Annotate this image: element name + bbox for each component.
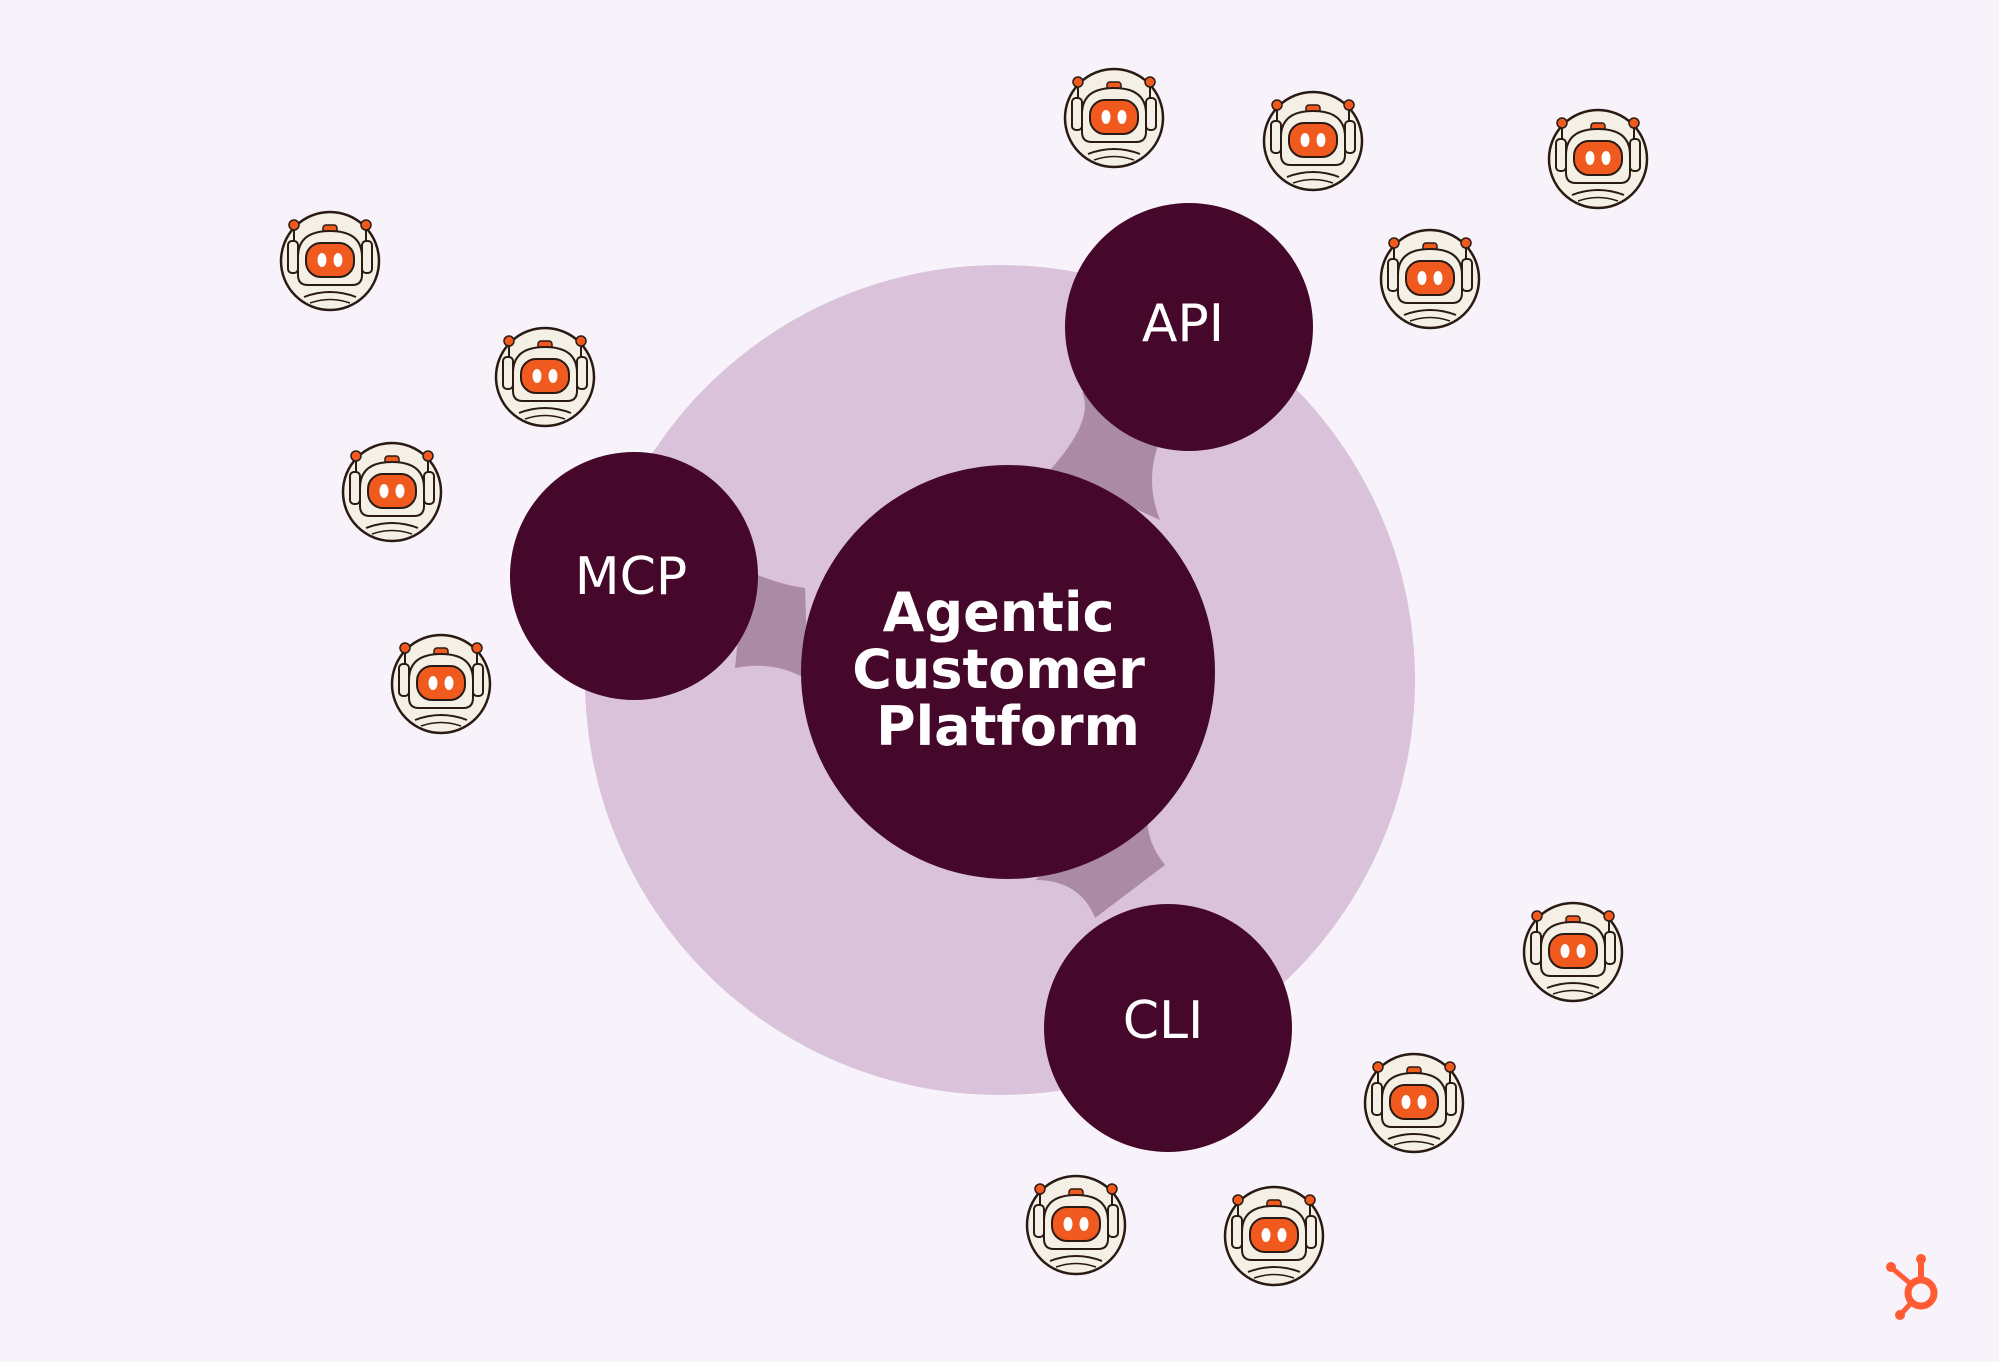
hub-node [801,465,1215,879]
api-node [1065,203,1313,451]
hub-label-line-2: Customer [852,638,1145,701]
robot-agent-icon [1063,67,1165,169]
sprocket-logo-icon [1886,1254,1938,1320]
robot-agent-icon [1363,1052,1465,1154]
robot-agent-icon [1262,90,1364,192]
robot-agent-icon [1379,228,1481,330]
hub-label-line-3: Platform [876,695,1140,758]
robot-agent-icon [1547,108,1649,210]
mcp-node [510,452,758,700]
robot-agent-icon [1522,901,1624,1003]
robot-agent-icon [341,441,443,543]
robot-agent-icon [1223,1185,1325,1287]
cli-node [1044,904,1292,1152]
cli-label: CLI [1123,991,1204,1051]
robot-agent-icon [390,633,492,735]
mcp-label: MCP [575,547,688,607]
robot-agent-icon [494,326,596,428]
hub-label: Agentic Customer Platform [852,581,1163,758]
hub-label-line-1: Agentic [883,581,1115,644]
api-label: API [1142,294,1224,354]
robot-agent-icon [279,210,381,312]
robot-agent-icon [1025,1174,1127,1276]
